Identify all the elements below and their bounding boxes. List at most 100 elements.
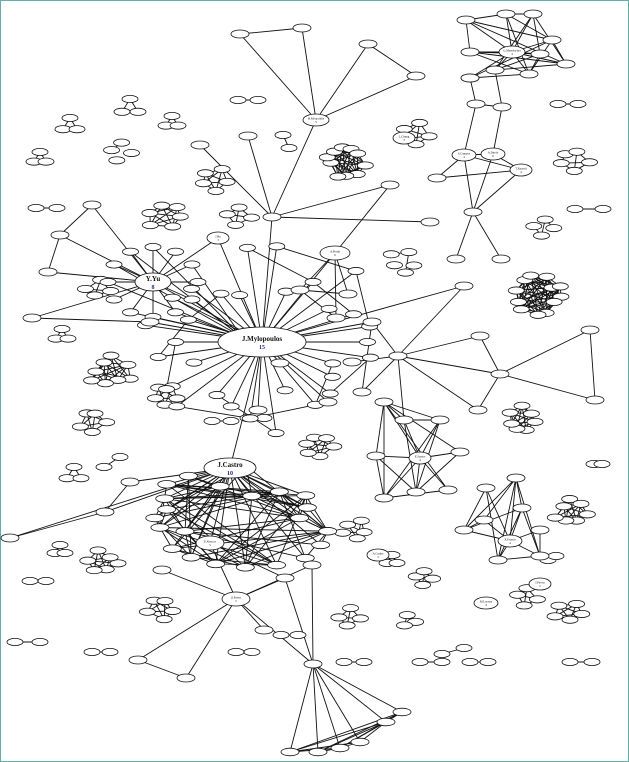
author-node-249 bbox=[235, 563, 255, 572]
author-node-272 bbox=[542, 35, 562, 45]
coauthor-edge bbox=[229, 467, 246, 568]
author-name: F.Alencar bbox=[204, 540, 216, 544]
author-node-270 bbox=[496, 9, 516, 19]
author-node-276 bbox=[374, 397, 394, 407]
author-paper-count: 15 bbox=[259, 345, 265, 351]
author-node-340 bbox=[492, 102, 512, 112]
author-node-314 bbox=[490, 369, 510, 379]
author-node-41 bbox=[578, 510, 596, 519]
coauthor-edge bbox=[397, 355, 479, 411]
coauthor-edge bbox=[515, 477, 541, 557]
author-name: M.Lucena bbox=[480, 600, 493, 604]
author-node-53 bbox=[526, 417, 544, 426]
coauthor-edge bbox=[463, 477, 517, 531]
coauthor-edge bbox=[455, 211, 474, 260]
author-node-344 bbox=[491, 254, 511, 264]
author-node-70 bbox=[108, 156, 126, 165]
author-node-211 bbox=[222, 402, 240, 411]
coauthor-edge bbox=[166, 509, 277, 566]
coauthor-edge bbox=[166, 483, 308, 508]
coauthor-edge bbox=[161, 569, 237, 600]
coauthor-edge bbox=[159, 485, 221, 528]
author-node-338 bbox=[460, 73, 480, 83]
coauthor-edge bbox=[397, 285, 465, 357]
coauthor-edge bbox=[485, 487, 499, 561]
author-node-197 bbox=[95, 462, 113, 471]
author-node-339 bbox=[466, 99, 486, 109]
author-node-167 bbox=[280, 143, 298, 152]
nodes: J.Mylopoulos15J.Castro10Y.Yu8A.Perini6O.… bbox=[0, 9, 612, 757]
author-node-245 bbox=[318, 527, 338, 536]
author-node-73 bbox=[168, 394, 186, 403]
coauthor-edge bbox=[166, 509, 217, 565]
coauthor-edge bbox=[31, 281, 154, 319]
coauthor-edge bbox=[537, 276, 548, 315]
author-node-212 bbox=[208, 391, 226, 400]
author-node-244 bbox=[290, 513, 309, 523]
coauthor-edge bbox=[367, 43, 417, 77]
author-name: A.Dutoit bbox=[488, 151, 499, 155]
author-node-98 bbox=[109, 559, 127, 568]
author-node-133 bbox=[400, 248, 418, 257]
author-node-271 bbox=[523, 9, 543, 19]
author-node-45 bbox=[555, 502, 573, 511]
coauthor-edge bbox=[415, 451, 461, 493]
author-node-243 bbox=[183, 260, 201, 269]
coauthor-edge bbox=[247, 247, 314, 283]
coauthor-edge bbox=[191, 556, 277, 566]
author-paper-count: 5 bbox=[235, 599, 237, 603]
author-node-39 bbox=[102, 351, 120, 360]
author-node-109 bbox=[352, 614, 369, 623]
author-name: J.Castro bbox=[217, 461, 243, 469]
coauthor-edge bbox=[164, 495, 306, 500]
author-node-313 bbox=[342, 357, 362, 367]
coauthor-edge bbox=[164, 498, 277, 566]
coauthor-edge bbox=[47, 234, 61, 273]
author-node-292 bbox=[280, 747, 300, 757]
author-node-330 bbox=[120, 477, 140, 487]
author-node-111 bbox=[330, 613, 348, 622]
author-node-294 bbox=[330, 743, 350, 753]
author-node-239 bbox=[105, 260, 123, 269]
author-node-252 bbox=[162, 544, 182, 553]
coauthor-edge bbox=[164, 485, 221, 500]
coauthor-edge bbox=[329, 357, 371, 394]
author-node-34 bbox=[109, 375, 127, 384]
coauthor-edge bbox=[465, 19, 513, 53]
author-node-94 bbox=[424, 574, 442, 583]
author-node-191 bbox=[583, 658, 601, 667]
author-node-15 bbox=[171, 212, 189, 221]
author-node-187 bbox=[433, 658, 451, 667]
author-node-320 bbox=[470, 331, 490, 341]
coauthor-edge bbox=[299, 289, 337, 319]
coauthor-edge bbox=[113, 264, 243, 338]
coauthor-edge bbox=[245, 495, 307, 568]
author-node-263 bbox=[269, 487, 289, 496]
coauthor-edge bbox=[465, 19, 553, 41]
author-node-149 bbox=[37, 157, 55, 166]
coauthor-edge bbox=[311, 564, 314, 665]
coauthor-edge bbox=[397, 355, 405, 421]
author-node-117 bbox=[561, 615, 579, 624]
author-paper-count: 5 bbox=[315, 120, 317, 124]
author-node-50 bbox=[552, 159, 570, 168]
coauthor-edge bbox=[375, 455, 417, 493]
author-node-104 bbox=[164, 606, 181, 615]
coauthor-edge bbox=[337, 148, 352, 177]
author-node-336 bbox=[302, 560, 322, 570]
author-node-78 bbox=[325, 442, 343, 451]
coauthor-edge bbox=[271, 184, 391, 218]
author-node-206 bbox=[321, 389, 339, 398]
author-node-269 bbox=[456, 15, 476, 25]
author-node-69 bbox=[123, 148, 140, 157]
author-node-121 bbox=[545, 224, 563, 233]
coauthor-edge bbox=[251, 495, 328, 532]
coauthor-edge bbox=[312, 663, 319, 753]
author-node-138 bbox=[121, 95, 139, 104]
author-node-132 bbox=[382, 250, 400, 259]
author-name: G.Mussbacher bbox=[503, 49, 520, 53]
author-node-90 bbox=[348, 534, 366, 543]
author-node-131 bbox=[386, 261, 403, 270]
